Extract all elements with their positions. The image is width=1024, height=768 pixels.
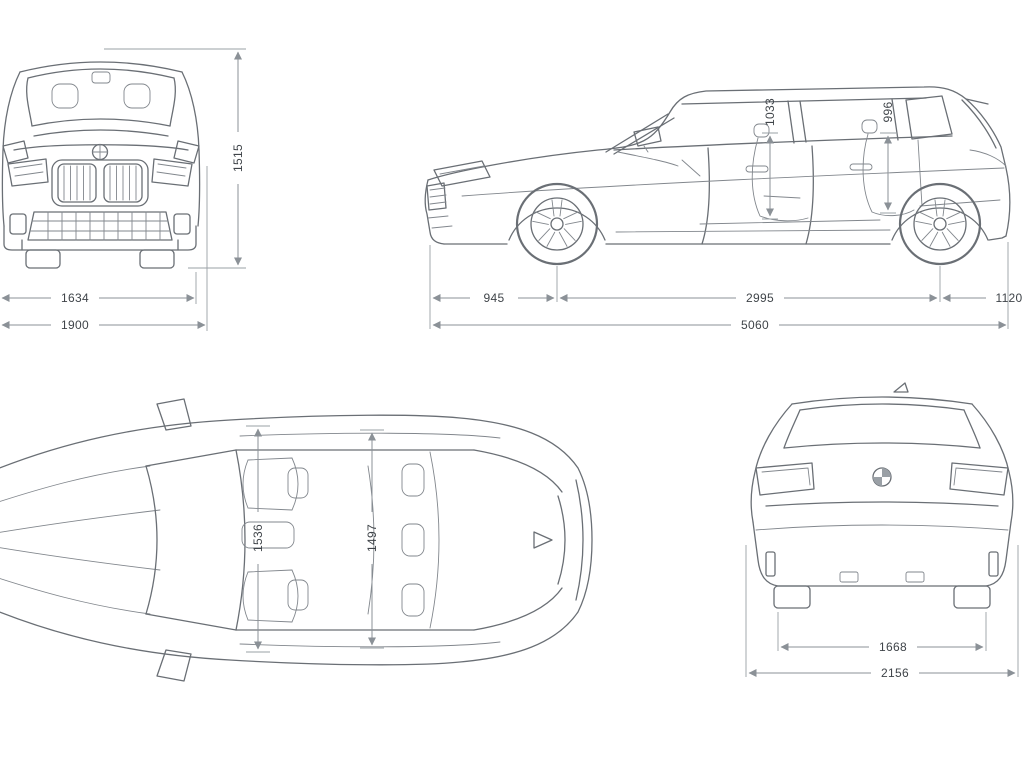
- side-dimensions: 945 2995 1120 5060 1033 996: [429, 98, 1022, 332]
- rear-bumper-details: [765, 551, 999, 583]
- dim-wheelbase: 2995: [746, 291, 774, 305]
- top-right-mirror: [156, 649, 192, 682]
- dim-overall-height: 1515: [231, 144, 245, 172]
- dim-overall-length: 5060: [741, 318, 769, 332]
- dim-front-track: 1634: [61, 291, 89, 305]
- side-rear-details: [965, 98, 1007, 167]
- side-front-details: [426, 160, 491, 229]
- rear-car-outline: [750, 396, 1014, 587]
- front-interior: [51, 71, 151, 109]
- front-wheels: [25, 249, 175, 269]
- side-mirror: [633, 126, 662, 153]
- right-taillight: [949, 462, 1009, 496]
- side-view: 945 2995 1120 5060 1033 996: [424, 86, 1022, 332]
- dim-rear-overall-width: 2156: [881, 666, 909, 680]
- rear-dimensions: 1668 2156: [745, 545, 1019, 680]
- top-rear-bench: [367, 451, 440, 629]
- left-taillight: [755, 462, 815, 496]
- fin-antenna-rear: [893, 382, 909, 393]
- top-car-outline: [0, 414, 593, 666]
- kidney-grille: [51, 159, 149, 207]
- dim-front-headroom: 1033: [763, 98, 777, 126]
- left-mirror: [2, 140, 29, 164]
- front-view: 1515 1634 1900: [1, 48, 246, 332]
- bmw-roundel-front: [91, 143, 109, 161]
- rear-wheels: [773, 585, 991, 609]
- top-front-seats: [241, 457, 309, 623]
- rear-view: 1668 2156: [745, 382, 1019, 680]
- dim-rear-headroom: 996: [881, 102, 895, 123]
- front-wheel: [515, 182, 599, 266]
- top-view: 1536 1497: [0, 398, 593, 682]
- side-car-outline: [424, 86, 1011, 245]
- rear-wheel: [898, 182, 982, 266]
- right-headlight: [151, 158, 193, 187]
- fin-antenna-top: [533, 531, 553, 549]
- top-left-mirror: [156, 398, 192, 431]
- dim-front-interior-width: 1536: [251, 524, 265, 552]
- dim-overall-width: 1900: [61, 318, 89, 332]
- lower-grille: [9, 211, 191, 241]
- top-dimensions: 1536 1497: [246, 425, 384, 653]
- right-mirror: [173, 140, 200, 164]
- bmw-roundel-rear: [872, 467, 892, 487]
- dim-rear-interior-width: 1497: [365, 524, 379, 552]
- dim-rear-overhang: 1120: [995, 291, 1022, 305]
- dim-front-overhang: 945: [484, 291, 505, 305]
- left-headlight: [7, 158, 49, 187]
- front-dimensions: 1515 1634 1900: [1, 48, 246, 332]
- dim-rear-track: 1668: [879, 640, 907, 654]
